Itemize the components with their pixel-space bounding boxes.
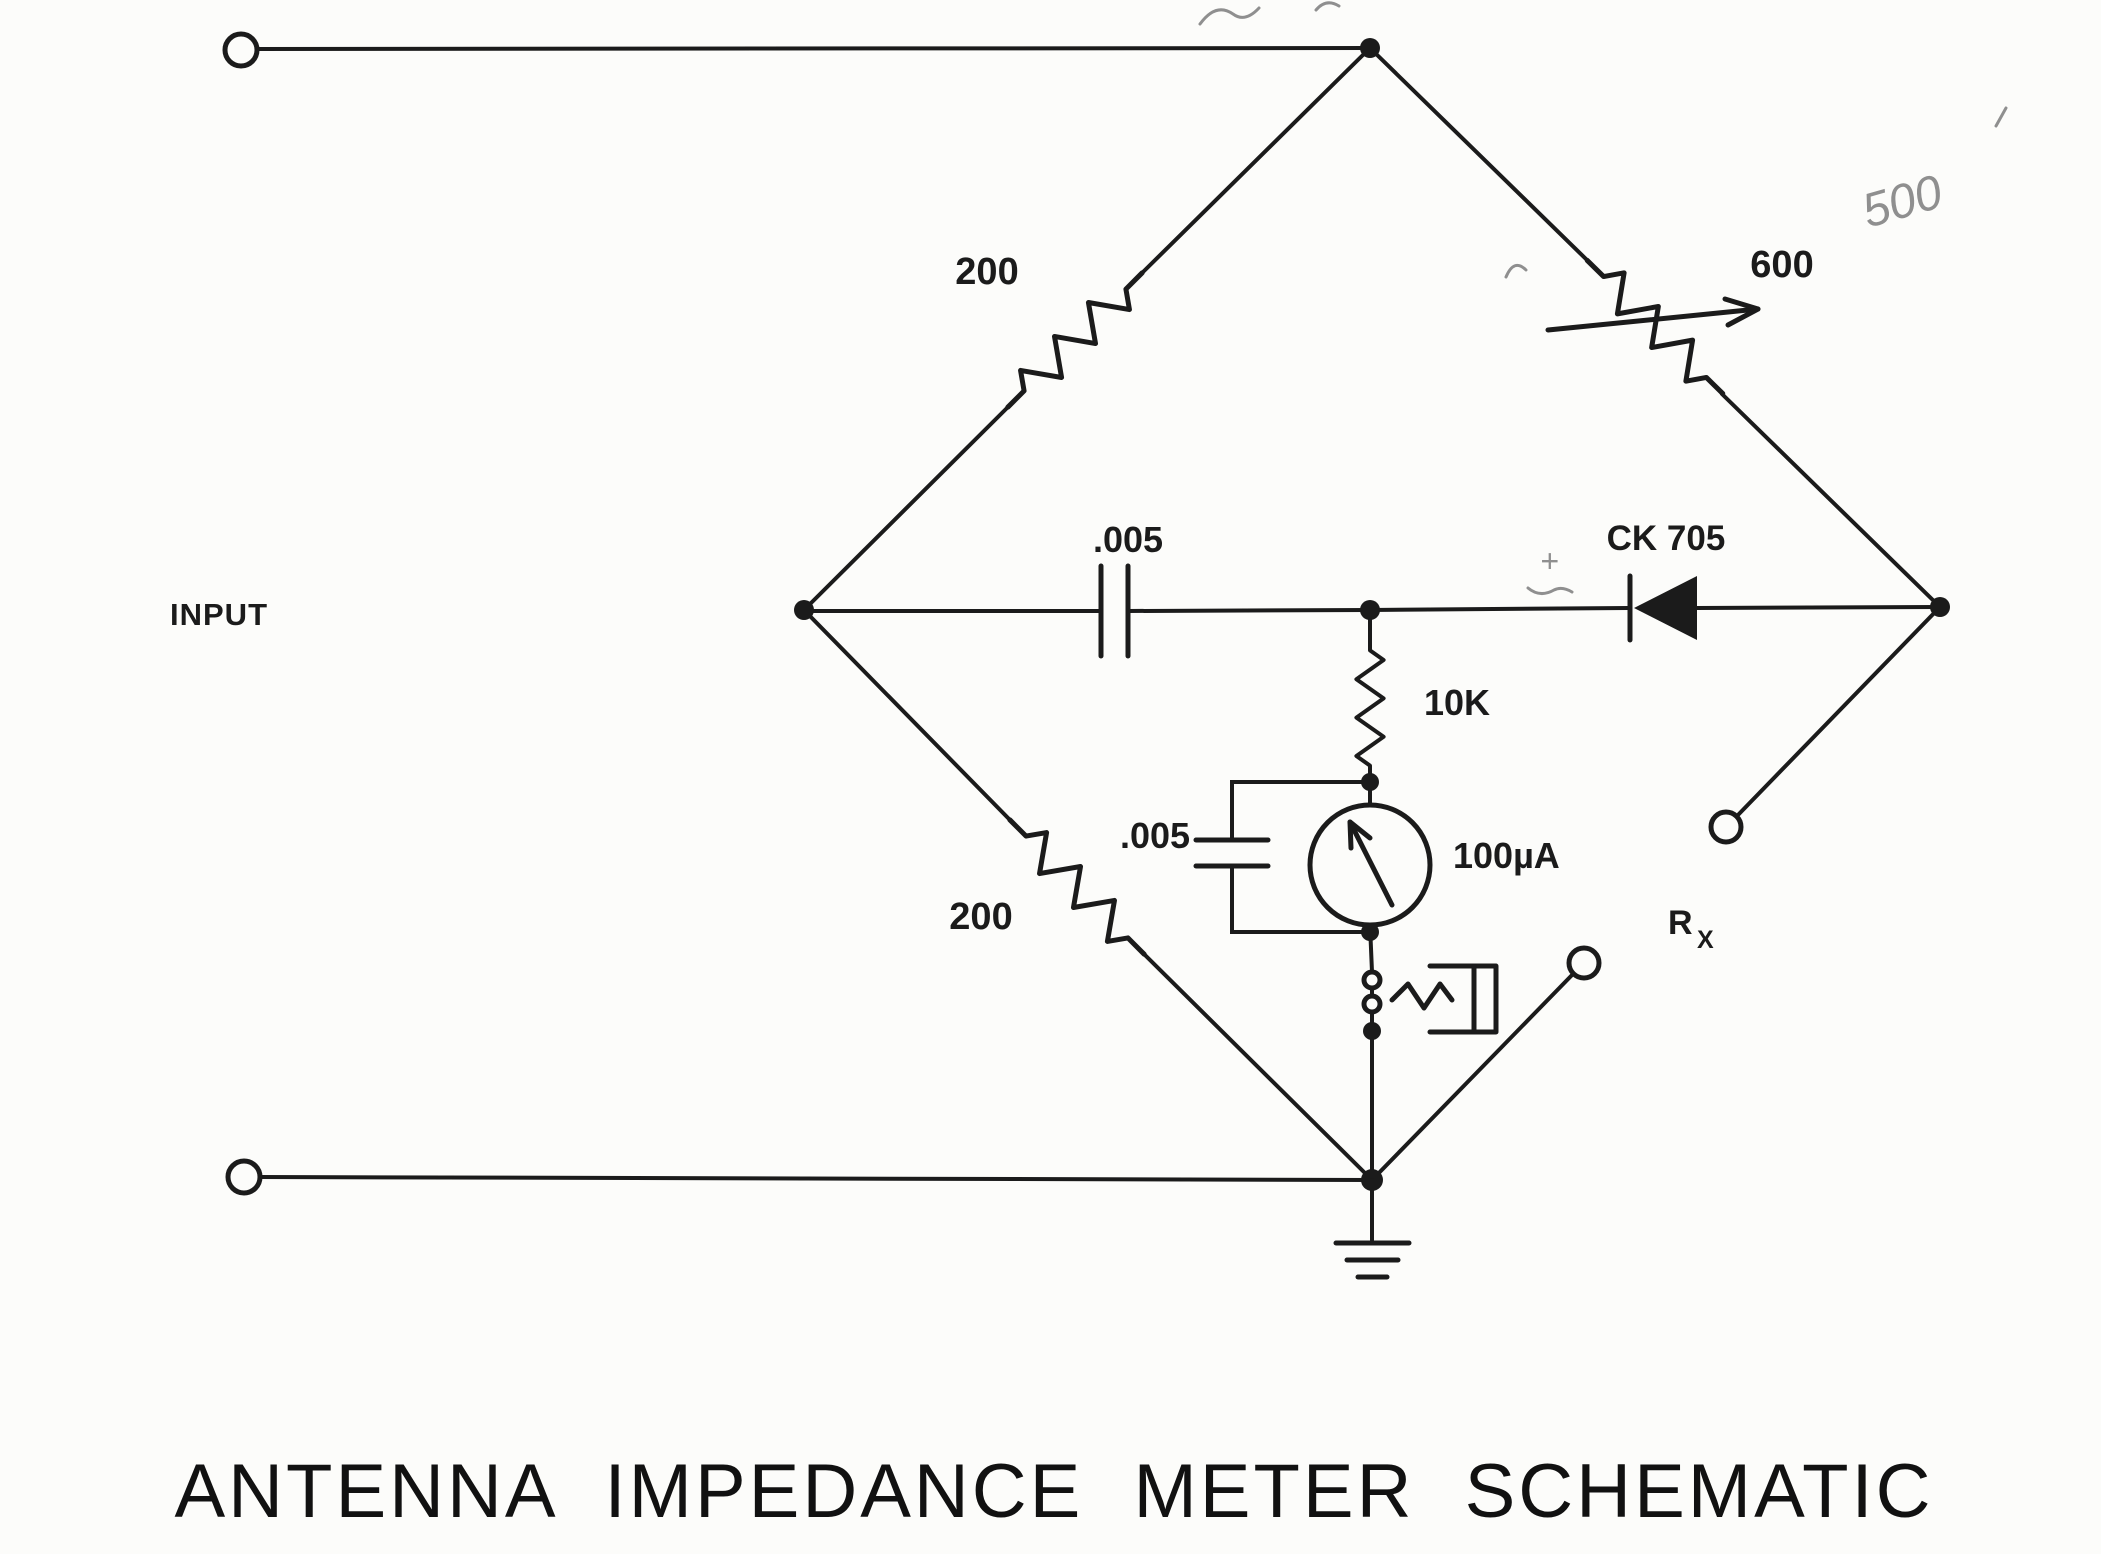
pencil-annotation-500: 500 [1856, 165, 1948, 238]
meter-needle-arrowhead [1347, 819, 1373, 851]
jack-symbol [1361, 963, 1499, 1035]
jack-contact-lower [1361, 993, 1383, 1015]
wire-bridge-upperleft-b [802, 405, 1010, 612]
junction-dot-left [794, 600, 814, 620]
rx-terminal-upper [1708, 809, 1744, 845]
junction-dot-meter-top [1361, 773, 1379, 791]
wire-mid-center-left [1126, 608, 1372, 613]
wire-cap-meter-bottom [1230, 864, 1372, 934]
meter-100ua [1307, 802, 1433, 928]
potentiometer-arrow-head [1722, 296, 1761, 328]
wire-cap-meter-top [1230, 780, 1372, 842]
wire-mid-center-right [1368, 606, 1631, 612]
capacitor-005-bridge [1098, 563, 1131, 659]
diode-anode-triangle [1634, 576, 1697, 640]
label-capacitor-bridge: .005 [1093, 519, 1163, 560]
jack-plug-body [1427, 963, 1499, 1035]
wire-bridge-upperright-a [1368, 46, 1590, 263]
input-terminal-bottom [225, 1158, 263, 1196]
schematic-title: ANTENNA IMPEDANCE METER SCHEMATIC [174, 1449, 1933, 1534]
label-resistor-10k: 10K [1424, 682, 1490, 723]
junction-dot-top [1360, 38, 1380, 58]
wire-mid-right [1695, 605, 1942, 610]
ground-symbol [1333, 1178, 1412, 1280]
label-rx-subscript: X [1697, 926, 1714, 954]
pencil-mark-pot [1504, 263, 1528, 279]
junction-dot-center [1360, 600, 1380, 620]
wire-input-bottom [257, 1175, 1374, 1182]
resistor-10k [1354, 629, 1386, 787]
label-rx: R [1668, 904, 1693, 942]
jack-plug-tip [1389, 981, 1455, 1011]
pencil-squiggle-diode [1526, 586, 1574, 595]
label-resistor-200-upper: 200 [955, 251, 1018, 293]
meter-needle [1347, 819, 1395, 908]
input-terminal-top [222, 31, 260, 69]
wire-rx-lower [1370, 972, 1575, 1182]
label-resistor-200-lower: 200 [949, 896, 1012, 938]
label-diode-ck705: CK 705 [1607, 519, 1726, 558]
junction-dot-meter-bottom [1361, 923, 1379, 941]
resistor-200-upper [1005, 270, 1145, 410]
junction-dot-jack [1363, 1022, 1381, 1040]
resistor-200-lower [1007, 817, 1147, 957]
capacitor-005-meter [1193, 837, 1271, 869]
pencil-squiggle-top-2 [1314, 1, 1341, 12]
label-meter-100ua: 100µA [1453, 835, 1560, 876]
jack-contact-upper [1361, 969, 1383, 991]
wire-bridge-upperleft-a [1140, 46, 1372, 275]
diode-ck705 [1627, 573, 1697, 643]
potentiometer-600 [1584, 257, 1726, 397]
potentiometer-arrow-shaft [1545, 306, 1761, 333]
label-potentiometer-600: 600 [1750, 244, 1813, 286]
pencil-squiggle-top-1 [1198, 6, 1261, 26]
junction-dot-right [1930, 597, 1950, 617]
pencil-mark-right [1994, 106, 2008, 128]
wire-input-top [255, 46, 1372, 51]
wire-bridge-upperright-b [1720, 392, 1942, 609]
wire-bridge-lowerleft-a [802, 608, 1012, 822]
rx-terminal-lower [1566, 945, 1602, 981]
label-input: INPUT [170, 597, 268, 632]
pencil-annotation-plus: + [1540, 543, 1559, 579]
wire-rx-upper [1735, 605, 1942, 818]
potentiometer-arrow [1545, 296, 1761, 333]
wire-bridge-lowerleft-b [1142, 952, 1374, 1182]
label-capacitor-meter: .005 [1120, 815, 1190, 856]
